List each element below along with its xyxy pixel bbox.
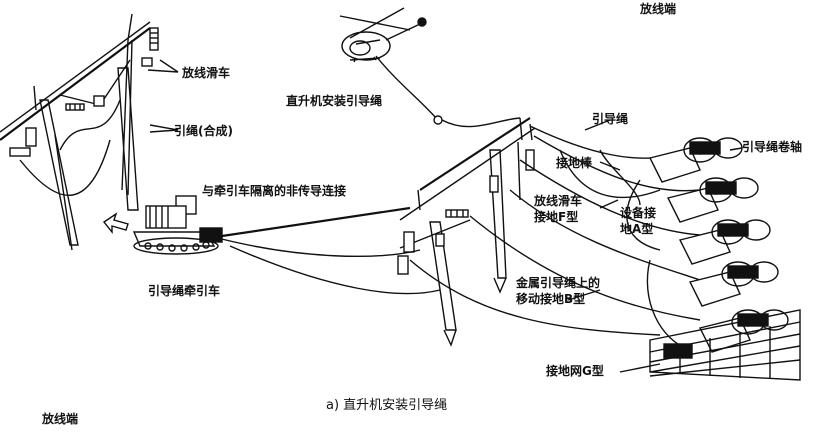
label-moving-ground-b-2: 移动接地B型: [516, 292, 586, 306]
label-nonconductive-link: 与牵引车隔离的非传导连接: [202, 184, 347, 198]
label-moving-ground-b-1: 金属引导绳上的: [516, 276, 601, 290]
reel-icon: [666, 177, 759, 223]
label-equip-ground-a-2: 地A型: [620, 222, 654, 236]
label-rope-synthetic: 引绳(合成): [174, 124, 233, 138]
helicopter-icon: [339, 7, 427, 63]
reel-icon: [698, 309, 789, 353]
label-ground-rod: 接地棒: [556, 156, 593, 170]
label-pulley-left: 放线滑车: [182, 66, 231, 80]
reel-icon: [678, 219, 771, 265]
ground-grid-icon: [649, 309, 801, 381]
reel-icon: [648, 137, 743, 183]
label-pulley-ground-f-2: 接地F型: [534, 210, 579, 224]
reel-icon: [688, 261, 779, 307]
label-top-right: 放线端: [640, 2, 677, 16]
tower-icon: [399, 117, 536, 347]
label-ground-grid-g: 接地网G型: [546, 364, 604, 378]
label-pilot-rope: 引导绳: [592, 112, 629, 126]
label-pulley-ground-f-1: 放线滑车: [534, 194, 583, 208]
label-bottom-left: 放线端: [42, 412, 79, 426]
arrow-icon: [102, 212, 129, 234]
label-tractor: 引导绳牵引车: [148, 284, 221, 298]
label-equip-ground-a-1: 设备接: [620, 206, 657, 220]
tractor-icon: [132, 195, 223, 255]
tower-icon: [0, 13, 151, 251]
insulator-strings-left: [9, 27, 159, 157]
insulator-strings-right: [397, 149, 535, 275]
figure-caption: a) 直升机安装引导绳: [326, 398, 448, 413]
label-reel-axis: 引导绳卷轴: [742, 140, 803, 154]
label-helicopter-install: 直升机安装引导绳: [286, 94, 383, 108]
